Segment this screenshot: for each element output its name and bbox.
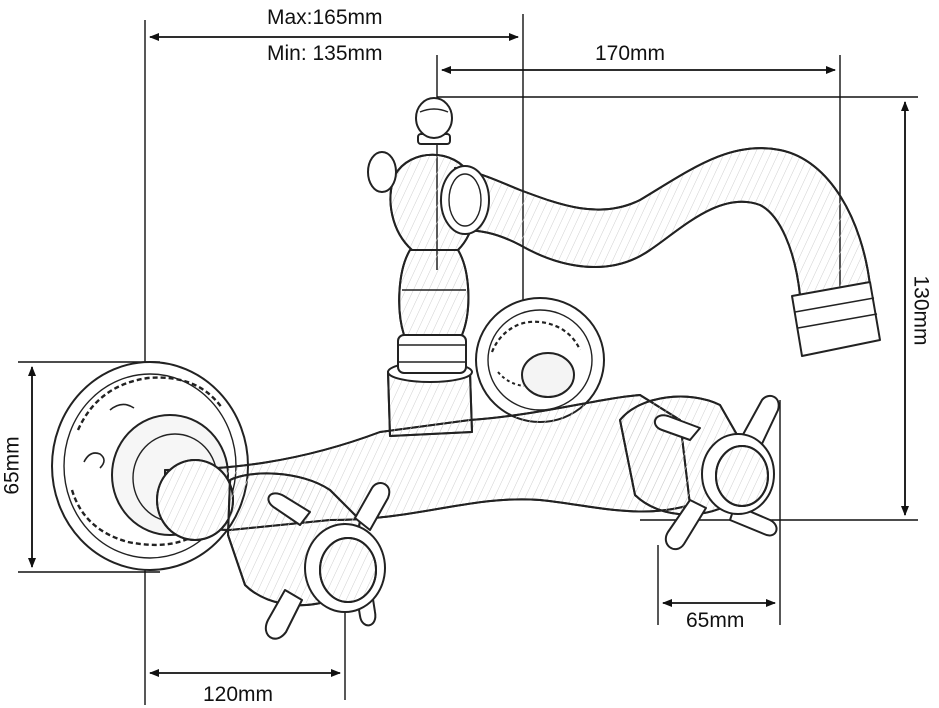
spread-min-label: Min: 135mm bbox=[267, 42, 383, 65]
spout-reach-label: 170mm bbox=[595, 42, 666, 65]
right-wall-flange bbox=[475, 297, 605, 423]
column-barrel bbox=[398, 249, 470, 336]
handle-width-label: 65mm bbox=[686, 609, 745, 632]
height-label: 130mm bbox=[909, 275, 933, 346]
left-wall-flange bbox=[51, 361, 249, 571]
left-cross-handle bbox=[265, 482, 391, 640]
spout-collar bbox=[440, 165, 490, 235]
extension-lines bbox=[18, 14, 918, 705]
spout-tip bbox=[791, 281, 881, 357]
right-cross-handle bbox=[653, 394, 780, 551]
spout bbox=[454, 147, 871, 296]
base-depth-label: 120mm bbox=[203, 683, 274, 706]
side-cap bbox=[367, 151, 397, 193]
dimension-lines bbox=[28, 33, 909, 677]
faucet-body bbox=[51, 97, 881, 640]
spread-max-label: Max:165mm bbox=[267, 6, 383, 29]
column-collar bbox=[397, 334, 467, 374]
top-finial-knob bbox=[415, 97, 453, 139]
flange-diameter-label: 65mm bbox=[0, 436, 24, 495]
